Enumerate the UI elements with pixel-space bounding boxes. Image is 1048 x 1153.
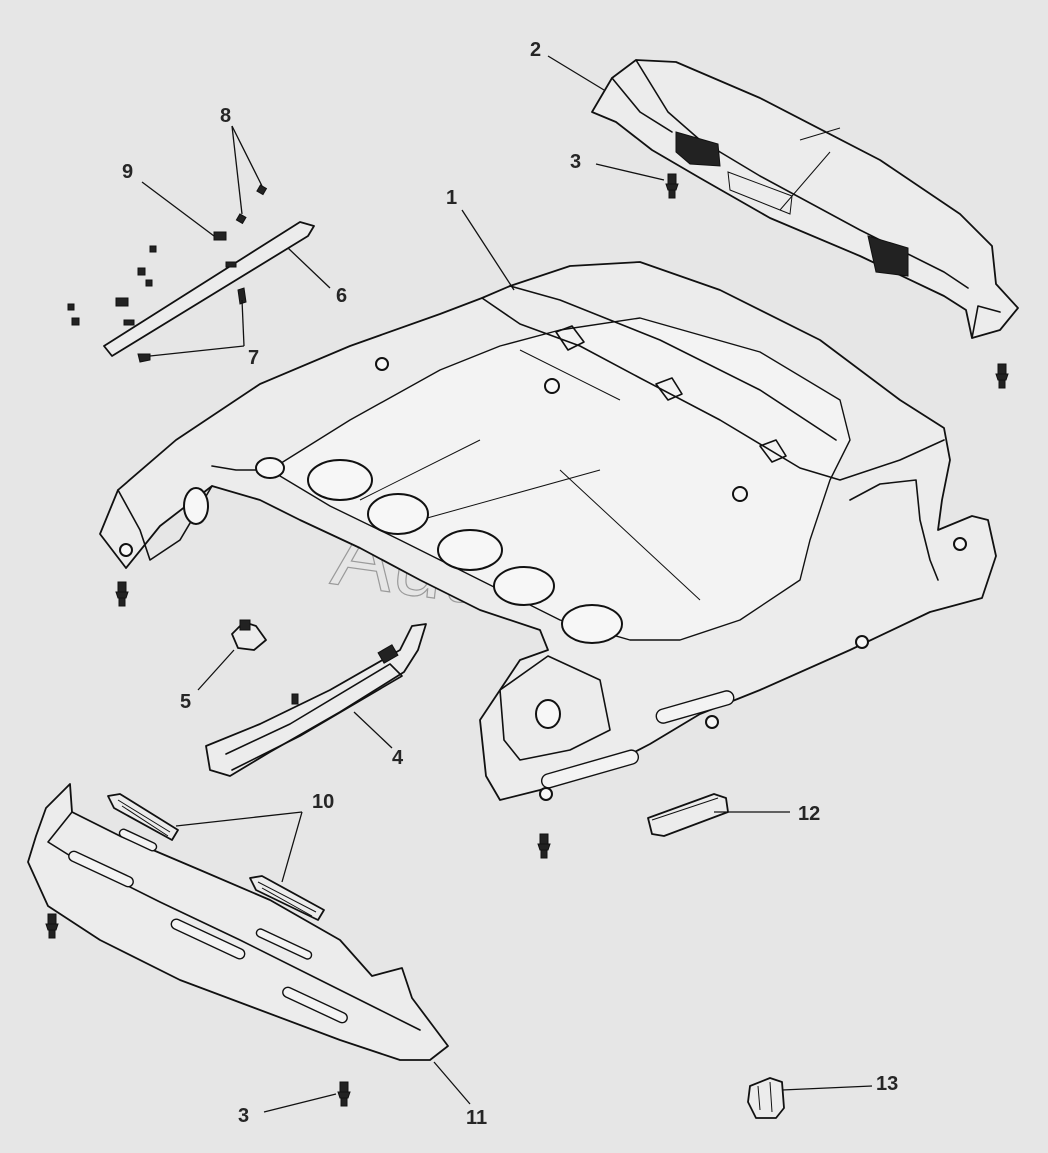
part-6-trim-strip[interactable] — [103, 221, 315, 357]
part-7-screws[interactable] — [137, 287, 247, 363]
part-8-screws[interactable] — [235, 184, 268, 225]
callout-10: 10 — [312, 791, 334, 813]
part-13-fastener[interactable] — [747, 1077, 785, 1119]
part-4-grille-strip[interactable] — [205, 623, 427, 777]
part-9-clips[interactable] — [67, 231, 227, 326]
callout-2: 2 — [530, 39, 541, 61]
callout-13: 13 — [876, 1073, 898, 1095]
callout-1: 1 — [446, 187, 457, 209]
part-5-clip[interactable] — [231, 619, 267, 651]
callout-3-bottom: 3 — [238, 1105, 249, 1127]
part-1-headliner-body[interactable] — [99, 261, 997, 801]
part-12-pad[interactable] — [647, 793, 729, 837]
callout-3-top: 3 — [570, 151, 581, 173]
callout-11: 11 — [466, 1107, 487, 1129]
callout-9: 9 — [122, 161, 133, 183]
callout-12: 12 — [798, 803, 820, 825]
callout-6: 6 — [336, 285, 347, 307]
leader-lines — [141, 55, 873, 1113]
part-10-grilles[interactable] — [107, 793, 325, 921]
part-11-front-panel[interactable] — [27, 783, 449, 1061]
callout-8: 8 — [220, 105, 231, 127]
push-clips[interactable] — [45, 173, 1009, 1107]
callout-5: 5 — [180, 691, 191, 713]
callout-4: 4 — [392, 747, 404, 769]
callout-7: 7 — [248, 347, 259, 369]
part-2-rear-trim-panel[interactable] — [591, 59, 1019, 339]
